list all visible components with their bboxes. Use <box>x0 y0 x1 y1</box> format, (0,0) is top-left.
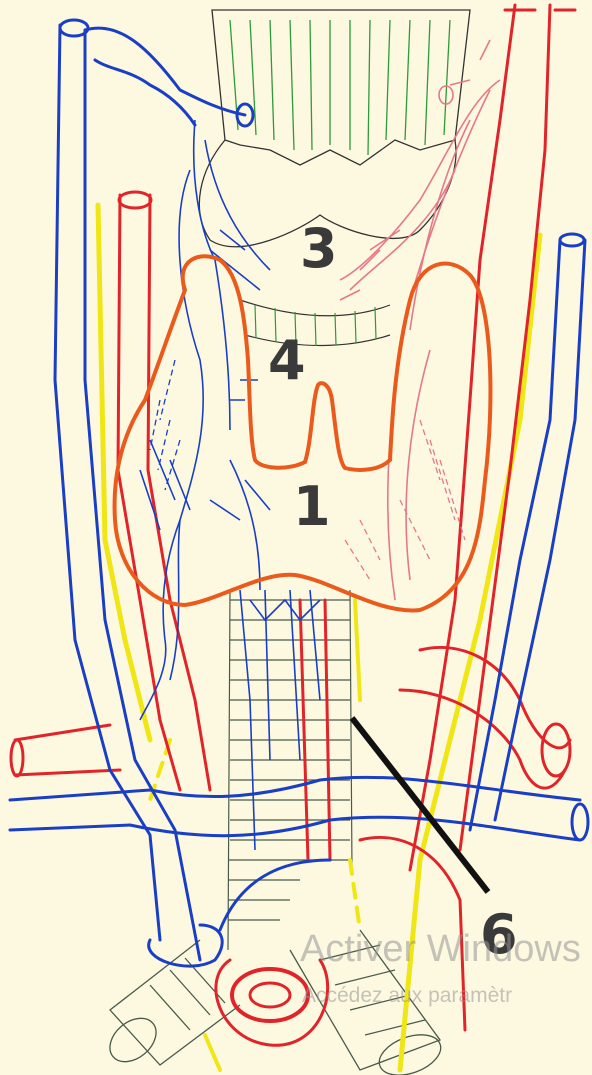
label-3: 3 <box>300 222 338 276</box>
trachea <box>228 590 352 950</box>
thyroid-parenchyma-right <box>345 420 465 580</box>
label-1: 1 <box>293 480 331 534</box>
watermark-line1: Activer Windows <box>300 928 581 971</box>
cricoid-cartilage <box>240 300 390 346</box>
watermark-line2: Accédez aux paramètr <box>302 984 512 1008</box>
thyroid-gland <box>115 256 491 610</box>
label-4: 4 <box>268 334 306 388</box>
thyroid-cartilage <box>212 10 470 165</box>
